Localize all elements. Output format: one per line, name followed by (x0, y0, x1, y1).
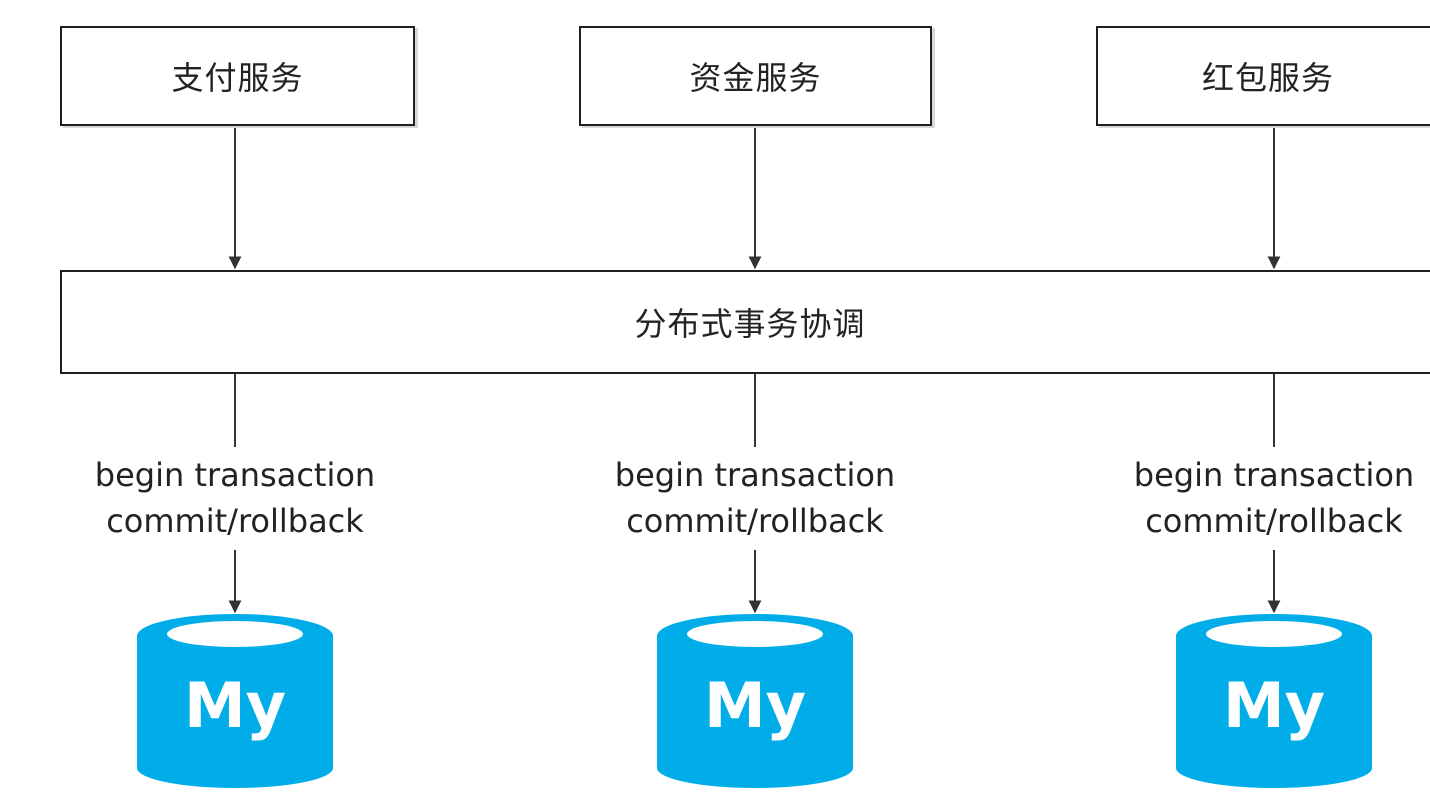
edge-label-line2: commit/rollback (626, 502, 884, 540)
coordinator-label: 分布式事务协调 (634, 305, 866, 343)
edge-label-line2: commit/rollback (1145, 502, 1403, 540)
db-text: My (1223, 669, 1325, 742)
mysql-database-icon: My (657, 614, 853, 788)
edge-label-line2: commit/rollback (106, 502, 364, 540)
service-box-redpacket: 红包服务 (1096, 26, 1430, 126)
mysql-database-icon: My (1176, 614, 1372, 788)
mysql-database-icon: My (137, 614, 333, 788)
edge-label-line1: begin transaction (614, 456, 896, 494)
edge-label-line1: begin transaction (94, 456, 376, 494)
edge-label-line1: begin transaction (1133, 456, 1415, 494)
service-label: 支付服务 (171, 59, 304, 97)
edge-label-2: begin transaction commit/rollback (582, 452, 928, 544)
db-text: My (184, 669, 286, 742)
service-label: 资金服务 (689, 59, 822, 97)
edge-label-1: begin transaction commit/rollback (62, 452, 408, 544)
db-text: My (704, 669, 806, 742)
service-label: 红包服务 (1201, 59, 1334, 97)
coordinator-box: 分布式事务协调 (60, 270, 1430, 374)
edge-label-3: begin transaction commit/rollback (1101, 452, 1430, 544)
service-box-fund: 资金服务 (579, 26, 932, 126)
service-box-payment: 支付服务 (60, 26, 415, 126)
